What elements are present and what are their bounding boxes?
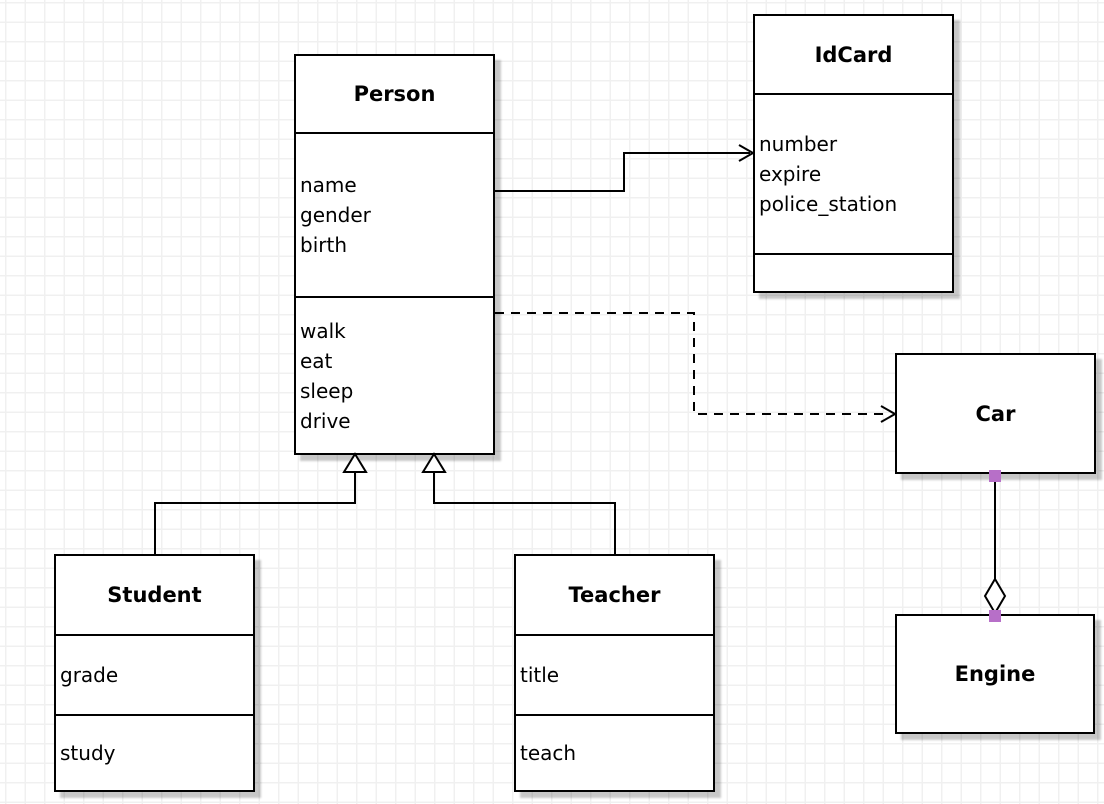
- class-idcard-title: IdCard: [814, 42, 893, 67]
- class-student-title: Student: [107, 583, 202, 607]
- edge-generalization-teacher-person[interactable]: [421, 452, 616, 554]
- class-idcard-attributes: number expire police_station: [755, 93, 952, 253]
- class-student-methods: study: [56, 714, 253, 790]
- class-engine[interactable]: Engine: [895, 614, 1095, 734]
- class-person-attributes: name gender birth: [296, 132, 493, 296]
- attribute-row: gender: [300, 203, 371, 227]
- method-row: eat: [300, 348, 333, 373]
- class-car-title: Car: [975, 401, 1016, 426]
- attribute-row: birth: [300, 233, 347, 257]
- attribute-row: grade: [60, 663, 119, 687]
- method-row: sleep: [300, 378, 354, 403]
- class-idcard-methods: [755, 253, 952, 291]
- attribute-row: name: [300, 173, 357, 197]
- attribute-row: title: [520, 663, 560, 687]
- hollow-triangle-icon: [421, 452, 447, 473]
- class-person-methods: walk eat sleep drive: [296, 296, 493, 453]
- class-student-attributes: grade: [56, 634, 253, 714]
- class-teacher-title: Teacher: [568, 583, 661, 607]
- class-person-title: Person: [353, 82, 436, 106]
- class-teacher[interactable]: Teacher title teach: [514, 554, 715, 792]
- hollow-triangle-icon: [342, 452, 368, 473]
- method-row: walk: [300, 318, 346, 343]
- method-row: study: [60, 741, 116, 765]
- hollow-diamond-icon: [983, 577, 1007, 615]
- class-teacher-attributes: title: [516, 634, 713, 714]
- method-row: drive: [300, 408, 351, 433]
- class-student[interactable]: Student grade study: [54, 554, 255, 792]
- class-person[interactable]: Person name gender birth walk eat sleep …: [294, 54, 495, 455]
- edge-dependency-person-car[interactable]: [495, 312, 898, 423]
- edge-aggregation-car-engine[interactable]: [983, 470, 1007, 622]
- attribute-row: number: [759, 132, 838, 156]
- edge-association-person-idcard[interactable]: [495, 144, 756, 192]
- edge-generalization-student-person[interactable]: [154, 452, 368, 554]
- attribute-row: police_station: [759, 192, 898, 216]
- class-teacher-methods: teach: [516, 714, 713, 790]
- open-arrow-icon: [880, 405, 898, 423]
- class-car[interactable]: Car: [895, 353, 1096, 474]
- attribute-row: expire: [759, 162, 822, 186]
- open-arrow-icon: [738, 144, 756, 162]
- method-row: teach: [520, 741, 577, 765]
- class-idcard[interactable]: IdCard number expire police_station: [753, 14, 954, 293]
- class-engine-title: Engine: [954, 662, 1036, 686]
